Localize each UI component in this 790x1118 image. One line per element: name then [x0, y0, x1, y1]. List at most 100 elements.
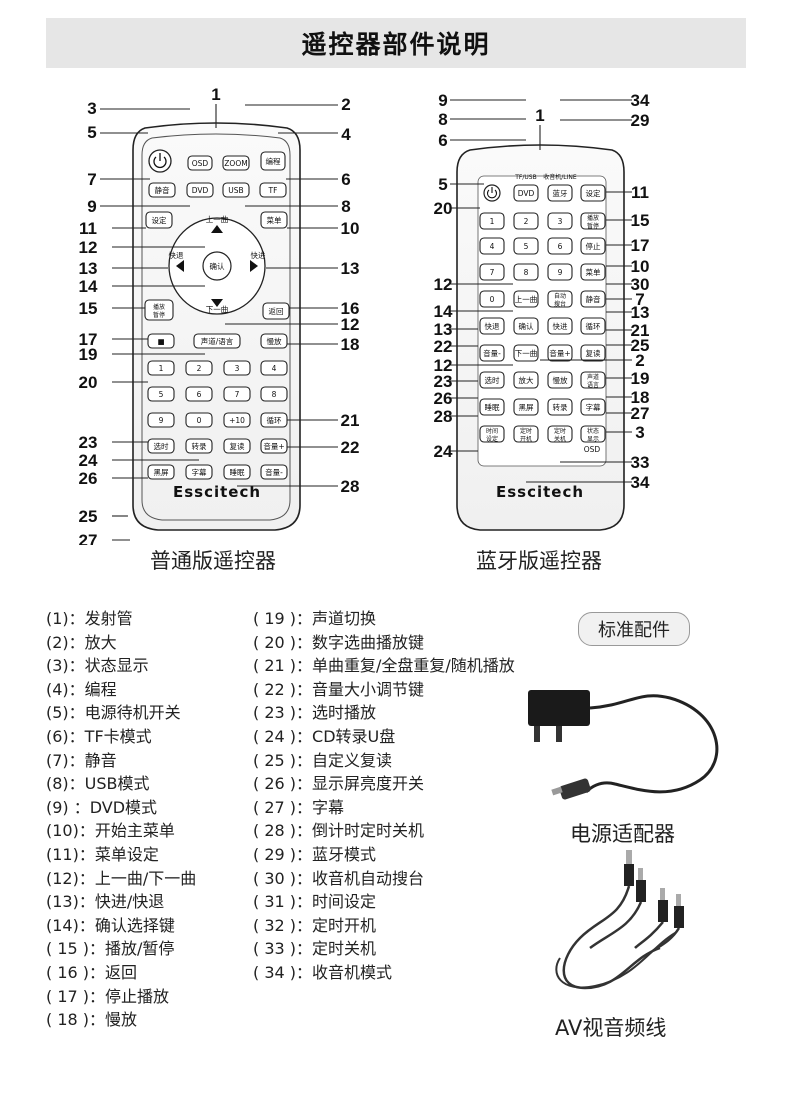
button-label-n7: 7	[235, 390, 240, 399]
legend-item: ( 34 )：收音机模式	[253, 962, 393, 982]
legend-item: ( 21 )：单曲重复/全盘重复/随机播放	[253, 656, 515, 676]
button-setup[interactable]: 设定	[580, 184, 606, 202]
button-screen[interactable]: 黑屏	[513, 398, 539, 416]
button-timer_on[interactable]: 定时开机	[513, 425, 539, 443]
button-label-n9: 9	[159, 416, 164, 425]
callout-5: 5	[87, 123, 148, 142]
callout-21: 21	[606, 321, 649, 340]
button-slow[interactable]: 慢放	[547, 371, 573, 389]
button-n10[interactable]: +10	[223, 412, 251, 428]
button-n0[interactable]: 0	[479, 290, 505, 308]
button-timer_off[interactable]: 定时关机	[547, 425, 573, 443]
button-label-n8: 8	[272, 390, 277, 399]
callout-2: 2	[245, 95, 351, 114]
button-slow[interactable]: 慢放	[260, 333, 288, 349]
button-menu[interactable]: 菜单	[260, 211, 288, 229]
button-label-prev: 上一曲	[515, 294, 538, 304]
button-label-subtitle: 字幕	[586, 402, 601, 412]
button-label-select_time: 选时	[485, 375, 500, 385]
button-bt[interactable]: 蓝牙	[547, 184, 573, 202]
button-n8[interactable]: 8	[260, 386, 288, 402]
button-n1[interactable]: 1	[479, 212, 505, 230]
button-screen[interactable]: 黑屏	[147, 464, 175, 480]
button-n5[interactable]: 5	[513, 237, 539, 255]
button-n2[interactable]: 2	[513, 212, 539, 230]
button-subtitle[interactable]: 字幕	[580, 398, 606, 416]
callout-25: 25	[606, 336, 649, 355]
button-dvd[interactable]: DVD	[186, 182, 214, 198]
button-status[interactable]: 状态显示	[580, 425, 606, 443]
button-zoom[interactable]: 放大	[513, 371, 539, 389]
button-record[interactable]: 转录	[185, 438, 213, 454]
button-n4[interactable]: 4	[479, 237, 505, 255]
button-label-rew: 快退	[485, 321, 500, 331]
legend-item: ( 32 )：定时开机	[253, 915, 377, 935]
button-menu[interactable]: 菜单	[580, 263, 606, 281]
svg-text:Esscitech: Esscitech	[173, 483, 261, 501]
button-n6[interactable]: 6	[547, 237, 573, 255]
button-next[interactable]: 下一曲	[513, 344, 539, 362]
button-audio[interactable]: 声道/语言	[193, 333, 241, 349]
button-label-setup: 设定	[586, 188, 601, 198]
button-n4[interactable]: 4	[260, 360, 288, 376]
button-label-n4: 4	[490, 242, 495, 251]
legend-item: ( 15 )：播放/暂停	[46, 939, 175, 959]
button-stop[interactable]: 停止	[580, 237, 606, 255]
button-return[interactable]: 返回	[262, 302, 290, 320]
button-vol_up[interactable]: 音量+	[260, 438, 288, 454]
legend-item: (11)：菜单设定	[46, 844, 159, 864]
button-n9[interactable]: 9	[547, 263, 573, 281]
button-select_time[interactable]: 选时	[147, 438, 175, 454]
button-auto_scan[interactable]: 自动搜台	[547, 290, 573, 308]
button-n0[interactable]: 0	[185, 412, 213, 428]
button-n1[interactable]: 1	[147, 360, 175, 376]
button-n2[interactable]: 2	[185, 360, 213, 376]
button-n6[interactable]: 6	[185, 386, 213, 402]
button-n7[interactable]: 7	[223, 386, 251, 402]
button-stop[interactable]: ■	[147, 333, 175, 349]
button-reread[interactable]: 复读	[580, 344, 606, 362]
callout-18: 18	[287, 335, 359, 354]
button-zoom[interactable]: ZOOM	[222, 155, 250, 171]
svg-text:12: 12	[79, 238, 98, 257]
button-n8[interactable]: 8	[513, 263, 539, 281]
button-select_time[interactable]: 选时	[479, 371, 505, 389]
button-reread[interactable]: 复读	[223, 438, 251, 454]
button-repeat[interactable]: 循环	[580, 317, 606, 335]
button-sleep[interactable]: 睡眠	[479, 398, 505, 416]
button-dvd[interactable]: DVD	[513, 184, 539, 202]
button-n5[interactable]: 5	[147, 386, 175, 402]
button-n3[interactable]: 3	[547, 212, 573, 230]
button-setup[interactable]: 设定	[145, 211, 173, 229]
svg-text:19: 19	[631, 369, 650, 388]
callout-3: 3	[606, 423, 645, 442]
button-repeat[interactable]: 循环	[260, 412, 288, 428]
button-program[interactable]: 编程	[260, 151, 286, 171]
button-vol_down[interactable]: 音量-	[479, 344, 505, 362]
button-ok[interactable]: 确认	[513, 317, 539, 335]
button-n7[interactable]: 7	[479, 263, 505, 281]
button-subtitle[interactable]: 字幕	[185, 464, 213, 480]
button-osd[interactable]: OSD	[187, 155, 213, 171]
button-usb[interactable]: USB	[222, 182, 250, 198]
button-tf[interactable]: TF	[259, 182, 287, 198]
button-prev[interactable]: 上一曲	[513, 290, 539, 308]
button-n9[interactable]: 9	[147, 412, 175, 428]
button-mute[interactable]: 静音	[580, 290, 606, 308]
button-n3[interactable]: 3	[223, 360, 251, 376]
button-mute[interactable]: 静音	[148, 182, 176, 198]
button-time_set[interactable]: 时间设定	[479, 425, 505, 443]
button-record[interactable]: 转录	[547, 398, 573, 416]
button-vol_up[interactable]: 音量+	[547, 344, 573, 362]
button-sleep[interactable]: 睡眠	[223, 464, 251, 480]
button-label-osd: OSD	[192, 159, 209, 168]
ok-button[interactable]	[202, 251, 232, 281]
button-ff[interactable]: 快进	[547, 317, 573, 335]
legend-item: ( 30 )：收音机自动搜台	[253, 868, 425, 888]
svg-text:19: 19	[79, 345, 98, 364]
button-rew[interactable]: 快退	[479, 317, 505, 335]
button-vol_down[interactable]: 音量-	[260, 464, 288, 480]
